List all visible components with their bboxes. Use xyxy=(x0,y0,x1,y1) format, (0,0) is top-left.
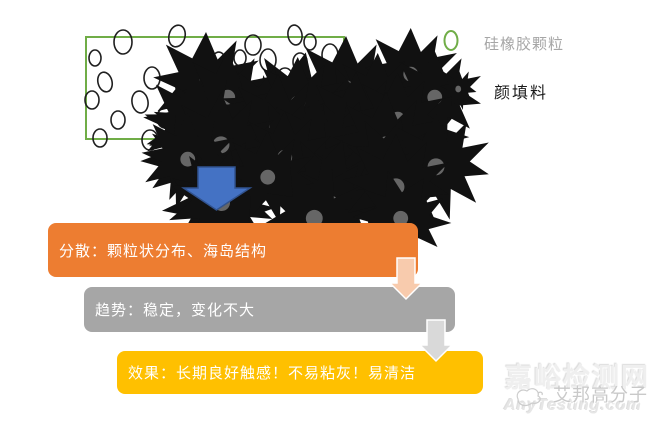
watermark-logo-icon xyxy=(516,388,543,407)
step-bar-3: 效果：长期良好触感！不易粘灰！易清洁 xyxy=(117,351,483,394)
step-2-label: 趋势：稳定，变化不大 xyxy=(95,302,256,319)
legend-label-silicone: 硅橡胶颗粒 xyxy=(484,36,565,53)
star-splat-icon xyxy=(440,68,477,110)
connector-arrow-1-icon xyxy=(388,257,424,301)
connector-arrow-2-icon xyxy=(418,319,454,363)
legend-label-filler: 颜填料 xyxy=(494,85,549,102)
legend-item-filler xyxy=(440,65,477,110)
step-bar-1: 分散：颗粒状分布、海岛结构 xyxy=(48,223,418,277)
legend-item-silicone xyxy=(443,30,459,51)
specimen-box xyxy=(84,24,489,287)
specimen-scatter xyxy=(84,24,489,287)
watermark-brand: 艾邦高分子 xyxy=(553,385,648,405)
ellipse-outline-icon xyxy=(443,30,459,51)
step-bar-2: 趋势：稳定，变化不大 xyxy=(84,287,455,332)
down-arrow-icon xyxy=(181,166,253,211)
step-3-label: 效果：长期良好触感！不易粘灰！易清洁 xyxy=(128,365,417,382)
step-1-label: 分散：颗粒状分布、海岛结构 xyxy=(59,242,268,260)
